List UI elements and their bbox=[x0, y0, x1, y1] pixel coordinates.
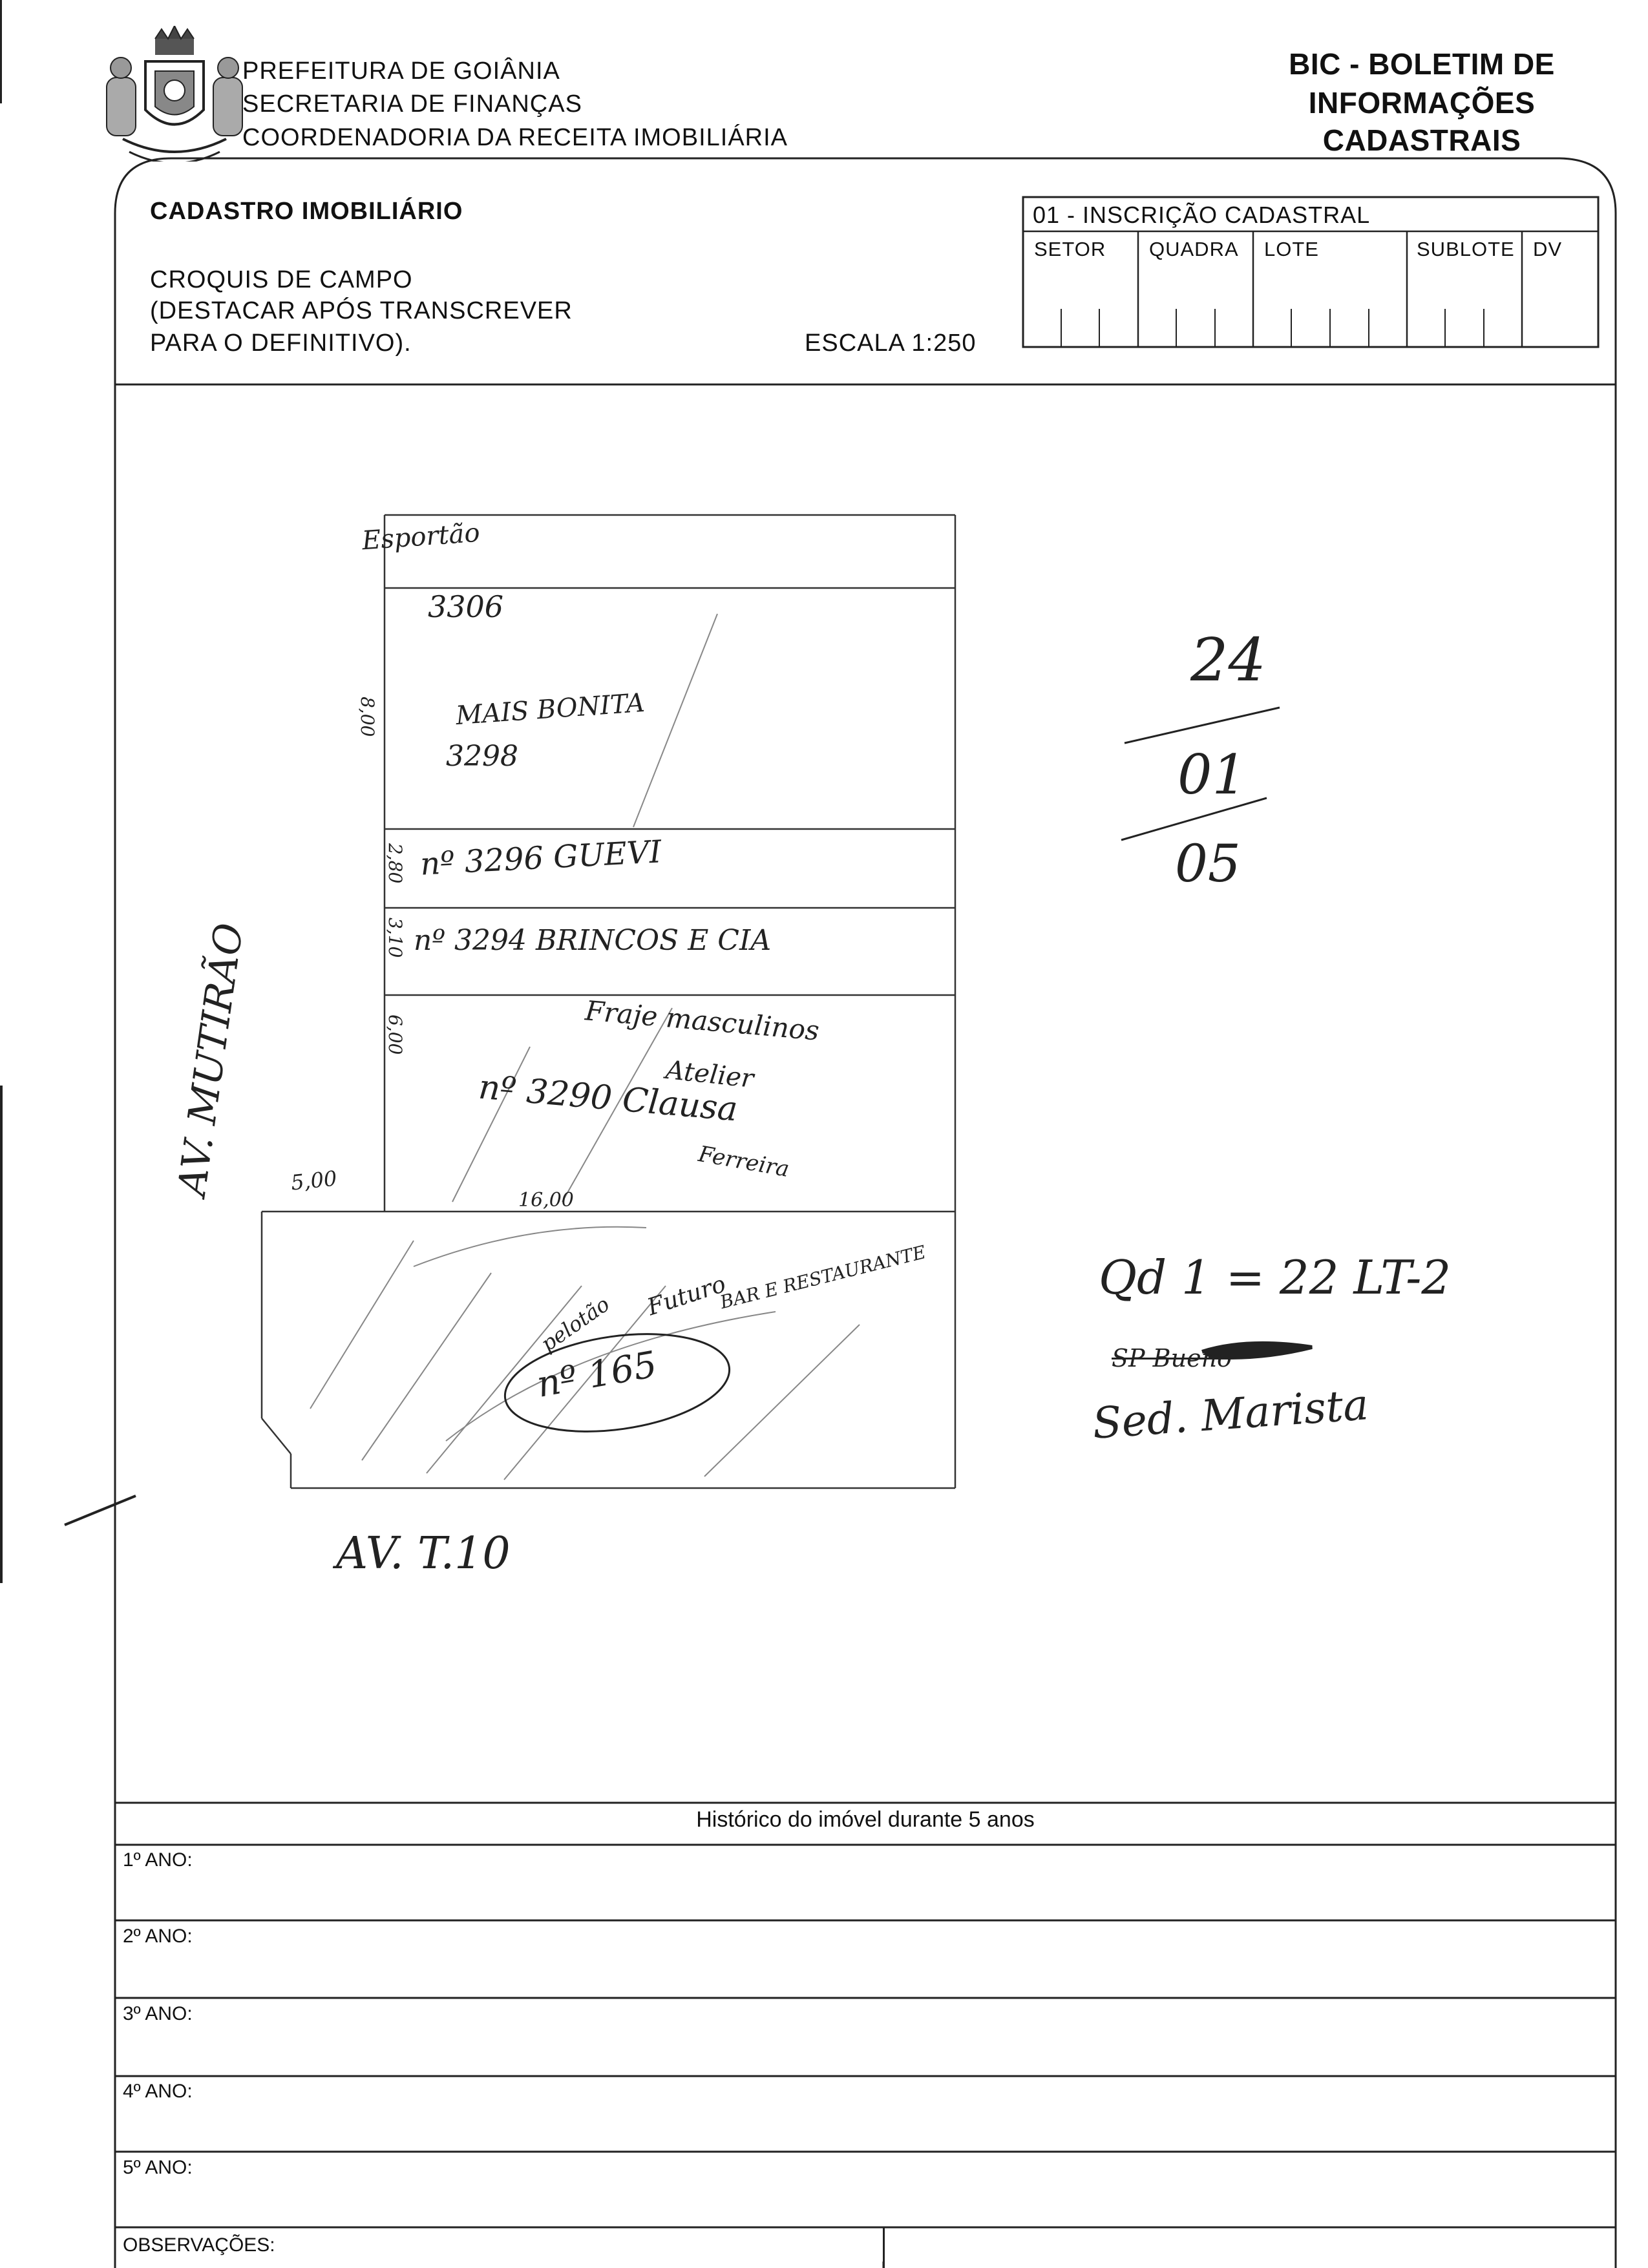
plot3-width: 2,80 bbox=[385, 843, 406, 884]
history-title: Histórico do imóvel durante 5 anos bbox=[696, 1807, 1035, 1832]
fraction-denominator: 05 bbox=[1175, 834, 1241, 894]
history-table-lines bbox=[115, 1801, 1616, 2268]
col-dv: DV bbox=[1533, 238, 1563, 260]
dim-16: 16,00 bbox=[518, 1189, 574, 1212]
dim-5: 5,00 bbox=[290, 1166, 339, 1195]
scale-label: ESCALA 1:250 bbox=[805, 330, 977, 357]
coat-of-arms-logo bbox=[106, 26, 243, 162]
col-sublote: SUBLOTE bbox=[1417, 238, 1515, 260]
note-line1: Qd 1 = 22 LT-2 bbox=[1099, 1250, 1452, 1305]
croquis-line2: (DESTACAR APÓS TRANSCREVER bbox=[150, 297, 573, 324]
plot2-number: 3298 bbox=[446, 740, 518, 773]
sketch-outline bbox=[260, 514, 956, 1489]
plot2-width: 8,00 bbox=[357, 697, 378, 737]
col-setor: SETOR bbox=[1034, 238, 1106, 260]
plot1-number: 3306 bbox=[428, 589, 504, 624]
lot-number-circle bbox=[503, 1333, 731, 1433]
main-frame bbox=[114, 157, 1617, 2268]
org-name-line1: PREFEITURA DE GOIÂNIA bbox=[242, 58, 560, 85]
history-year-2: 2º ANO: bbox=[123, 1926, 193, 1947]
street-bottom: AV. T.10 bbox=[336, 1528, 511, 1579]
croquis-line1: CROQUIS DE CAMPO bbox=[150, 266, 413, 293]
plot4-width: 3,10 bbox=[385, 918, 406, 958]
plot5-width: 6,00 bbox=[385, 1014, 406, 1055]
org-name-line3: COORDENADORIA DA RECEITA IMOBILIÁRIA bbox=[242, 124, 788, 151]
history-year-4: 4º ANO: bbox=[123, 2081, 193, 2102]
history-year-3: 3º ANO: bbox=[123, 2003, 193, 2024]
doc-title-line1: BIC - BOLETIM DE bbox=[1289, 47, 1555, 81]
plot4-label: nº 3294 BRINCOS E CIA bbox=[414, 924, 772, 957]
col-quadra: QUADRA bbox=[1149, 238, 1239, 260]
fraction-middle: 01 bbox=[1178, 743, 1247, 806]
observacoes-label: OBSERVAÇÕES: bbox=[123, 2234, 275, 2256]
fraction-numerator: 24 bbox=[1190, 625, 1267, 695]
history-year-1: 1º ANO: bbox=[123, 1849, 193, 1871]
croquis-line3: PARA O DEFINITIVO). bbox=[150, 330, 412, 357]
doc-title-line2: INFORMAÇÕES CADASTRAIS bbox=[1308, 86, 1536, 157]
section-title: CADASTRO IMOBILIÁRIO bbox=[150, 198, 463, 225]
observacoes-divider bbox=[883, 2227, 885, 2268]
history-year-5: 5º ANO: bbox=[123, 2157, 193, 2178]
org-name-line2: SECRETARIA DE FINANÇAS bbox=[242, 90, 582, 118]
inscricao-title: 01 - INSCRIÇÃO CADASTRAL bbox=[1033, 202, 1371, 228]
col-lote: LOTE bbox=[1264, 238, 1319, 260]
note-line2: SP Bueno bbox=[1112, 1344, 1232, 1372]
inscricao-table-frame bbox=[1022, 196, 1600, 348]
